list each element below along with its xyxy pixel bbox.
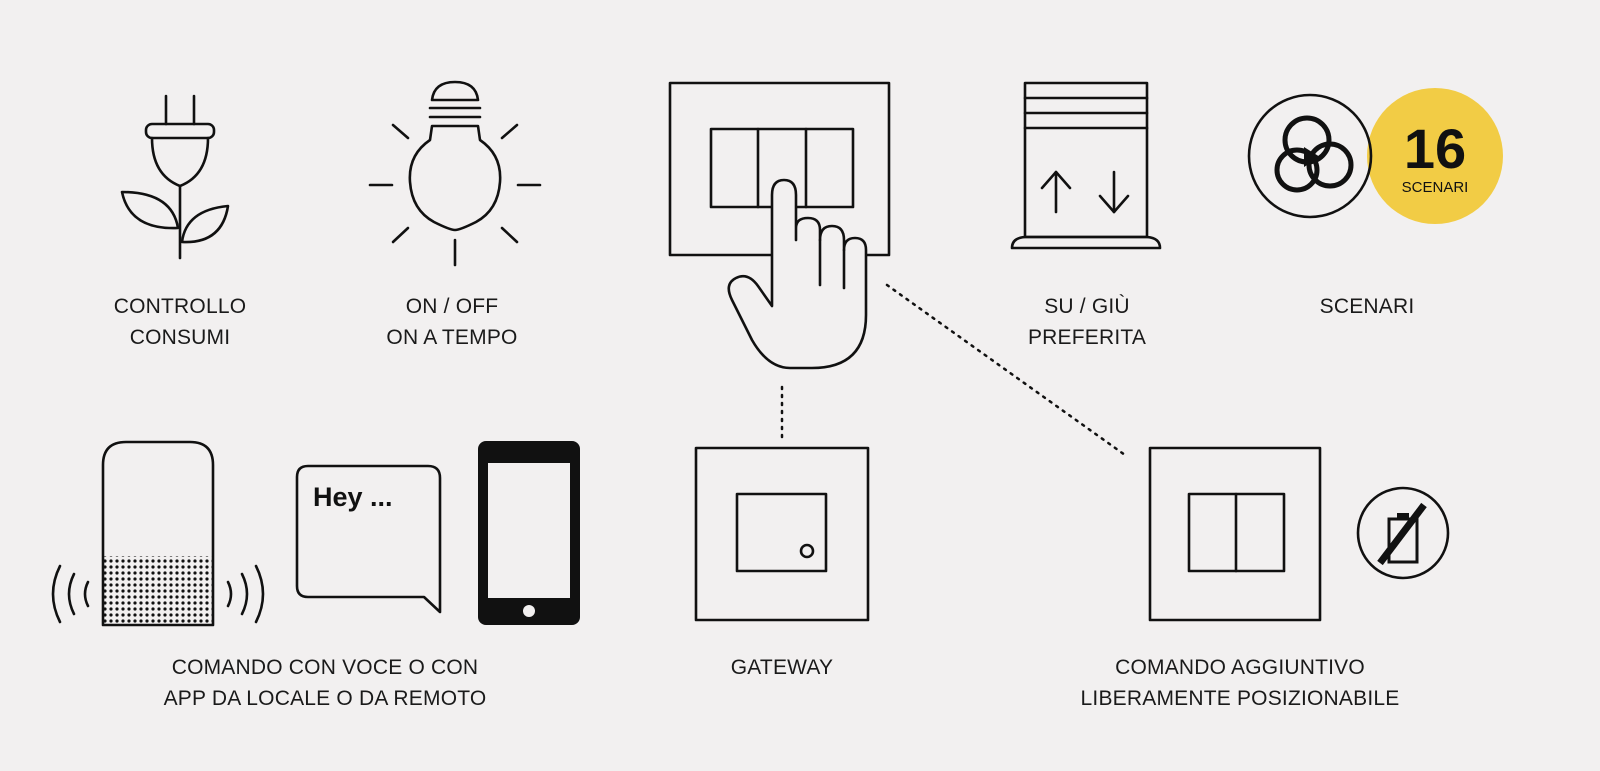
hand-pressing-switch-icon [668, 81, 891, 370]
speech-bubble-icon: Hey ... [295, 464, 442, 614]
scenarios-badge-text: SCENARI [1402, 179, 1469, 196]
scenarios-badge-number: 16 [1404, 117, 1466, 180]
gateway-icon [694, 446, 870, 622]
label-scenari: SCENARI [1319, 295, 1415, 318]
smart-speaker-icon [51, 440, 265, 627]
bubble-text: Hey ... [313, 482, 393, 512]
connector-additional [885, 283, 1127, 457]
scenarios-icon: 16 SCENARI [1247, 88, 1503, 224]
roller-shutter-icon [1010, 81, 1162, 250]
light-bulb-icon [368, 80, 542, 267]
no-battery-icon [1356, 486, 1450, 580]
smartphone-icon [478, 441, 580, 625]
additional-switch-icon [1148, 446, 1322, 622]
plug-plant-icon [120, 94, 230, 260]
label-gateway: GATEWAY [730, 656, 834, 679]
